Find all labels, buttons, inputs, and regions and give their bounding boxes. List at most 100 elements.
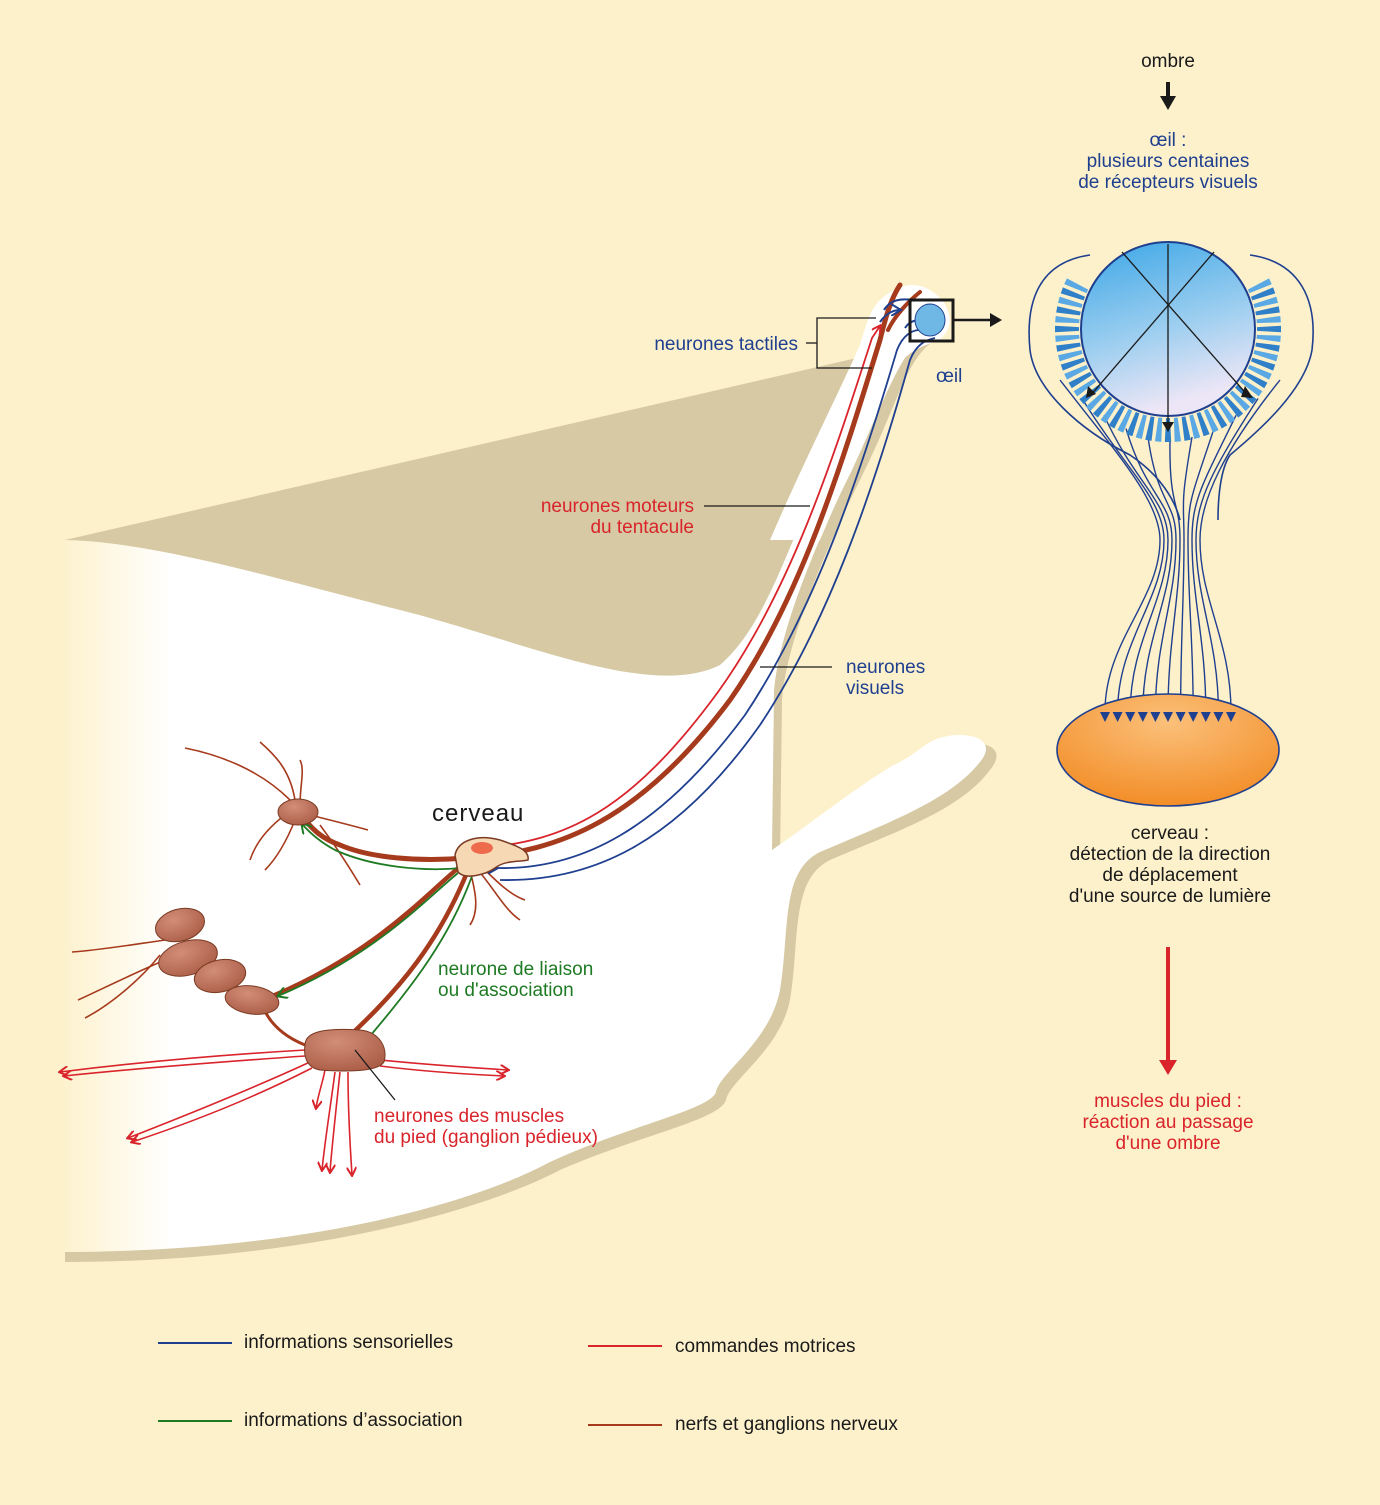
label-motor-neurons-2: du tentacule bbox=[590, 517, 694, 538]
visual-receptor bbox=[1253, 296, 1278, 308]
fiber-terminal bbox=[1100, 712, 1110, 722]
optic-fiber bbox=[1167, 439, 1181, 713]
label-visual-neurons-2: visuels bbox=[846, 678, 905, 699]
optic-fiber bbox=[1195, 398, 1259, 713]
label-eye-detail-2: plusieurs centaines bbox=[1086, 151, 1250, 172]
tentacle-eye bbox=[908, 298, 1002, 343]
label-shadow: ombre bbox=[1141, 51, 1195, 72]
visual-receptor bbox=[1100, 400, 1119, 424]
visual-receptor bbox=[1247, 278, 1272, 294]
label-brain-detail-3: de déplacement bbox=[1102, 865, 1238, 886]
label-eye-detail-3: de récepteurs visuels bbox=[1078, 172, 1258, 193]
visual-receptor bbox=[1250, 287, 1276, 301]
label-brain: cerveau bbox=[432, 800, 525, 827]
visual-receptor bbox=[1126, 411, 1140, 437]
label-eye-detail-1: œil : bbox=[1149, 130, 1187, 151]
optic-fiber bbox=[1103, 414, 1169, 713]
visual-receptor bbox=[1257, 325, 1281, 333]
visual-receptor bbox=[1256, 315, 1281, 324]
fiber-terminal bbox=[1213, 712, 1224, 722]
brain-highlight bbox=[471, 842, 493, 854]
visual-receptor bbox=[1060, 287, 1086, 301]
visual-receptor bbox=[1244, 371, 1268, 389]
fiber-terminal bbox=[1150, 712, 1161, 722]
label-tactile-neurons: neurones tactiles bbox=[654, 334, 798, 355]
label-muscle-detail-3: d'une ombre bbox=[1115, 1133, 1221, 1154]
ganglion-pedal bbox=[304, 1028, 386, 1072]
fiber-terminal bbox=[1226, 712, 1236, 722]
visual-receptor bbox=[1135, 414, 1147, 439]
label-brain-detail-4: d'une source de lumière bbox=[1068, 886, 1272, 907]
leader-lines bbox=[354, 317, 876, 1101]
visual-receptor bbox=[1181, 416, 1191, 441]
nerve-pleural bbox=[272, 862, 465, 998]
visual-receptor bbox=[1055, 315, 1080, 324]
brain-detail-icon bbox=[1056, 693, 1280, 807]
visual-receptor bbox=[1239, 378, 1263, 397]
optic-fibers bbox=[1059, 379, 1281, 713]
ganglion-chain-1 bbox=[154, 907, 206, 943]
visual-receptor bbox=[1203, 408, 1219, 433]
optic-fiber bbox=[1199, 379, 1281, 713]
ganglion-chain-4 bbox=[224, 985, 280, 1015]
visual-receptor bbox=[1196, 411, 1210, 437]
fiber-terminal bbox=[1175, 712, 1186, 722]
snail-body bbox=[60, 284, 997, 1262]
label-eye: œil bbox=[936, 366, 963, 387]
optic-fiber bbox=[1147, 436, 1177, 713]
label-brain-detail-1: cerveau : bbox=[1130, 823, 1210, 844]
label-brain-detail-2: détection de la direction bbox=[1069, 844, 1271, 865]
visual-receptor bbox=[1250, 357, 1276, 371]
visual-receptor bbox=[1055, 334, 1080, 343]
optic-fiber bbox=[1125, 428, 1173, 713]
visual-receptor bbox=[1055, 325, 1079, 333]
visual-receptor bbox=[1229, 390, 1251, 412]
visual-receptor bbox=[1247, 364, 1272, 380]
visual-receptor bbox=[1058, 350, 1083, 362]
optic-fiber bbox=[1179, 436, 1193, 713]
visual-receptor bbox=[1058, 296, 1083, 308]
label-muscle-detail-1: muscles du pied : bbox=[1094, 1091, 1242, 1112]
label-muscle-detail-2: réaction au passage bbox=[1082, 1112, 1254, 1133]
visual-receptor bbox=[1154, 417, 1163, 442]
fiber-terminal bbox=[1200, 712, 1211, 722]
legend-label-sensory: informations sensorielles bbox=[244, 1332, 454, 1353]
legend-lines bbox=[158, 1342, 662, 1426]
light-rays bbox=[1089, 244, 1251, 425]
motor-lines bbox=[477, 326, 880, 849]
visual-receptor bbox=[1068, 371, 1092, 389]
fiber-terminal bbox=[1112, 712, 1123, 722]
label-motor-neurons-1: neurones moteurs bbox=[540, 496, 694, 517]
optic-fiber bbox=[1059, 379, 1161, 713]
visual-receptor bbox=[1092, 395, 1113, 418]
visual-receptor bbox=[1253, 350, 1278, 362]
fiber-terminal bbox=[1188, 712, 1199, 722]
ganglia bbox=[154, 798, 529, 1072]
visual-receptor bbox=[1189, 414, 1201, 439]
fiber-terminal bbox=[1137, 712, 1148, 722]
visual-receptor bbox=[1255, 306, 1280, 316]
visual-receptor bbox=[1073, 378, 1097, 397]
body-outline bbox=[60, 294, 986, 1252]
visual-receptor bbox=[1085, 390, 1107, 412]
label-liaison-2: ou d'association bbox=[438, 980, 574, 1001]
visual-receptor bbox=[1210, 405, 1228, 429]
visual-receptor bbox=[1060, 357, 1086, 371]
fiber-terminal bbox=[1163, 712, 1173, 722]
label-visual-neurons-1: neurones bbox=[846, 657, 926, 678]
optic-fiber bbox=[1191, 414, 1237, 713]
visual-receptor bbox=[1217, 400, 1236, 424]
label-foot-neurons-1: neurones des muscles bbox=[374, 1106, 565, 1127]
ganglion-chain-3 bbox=[193, 958, 247, 994]
eye-small-icon bbox=[914, 303, 946, 337]
visual-receptor bbox=[1064, 278, 1089, 294]
visual-receptor bbox=[1256, 334, 1281, 343]
label-foot-neurons-2: du pied (ganglion pédieux) bbox=[374, 1127, 598, 1148]
visual-receptor bbox=[1056, 306, 1081, 316]
nerve-tentacle bbox=[467, 282, 903, 861]
visual-receptor bbox=[1145, 416, 1155, 441]
ganglion-buccal bbox=[277, 798, 319, 826]
foot-motor-arrows bbox=[60, 1049, 508, 1175]
legend-label-motor: commandes motrices bbox=[675, 1336, 856, 1357]
